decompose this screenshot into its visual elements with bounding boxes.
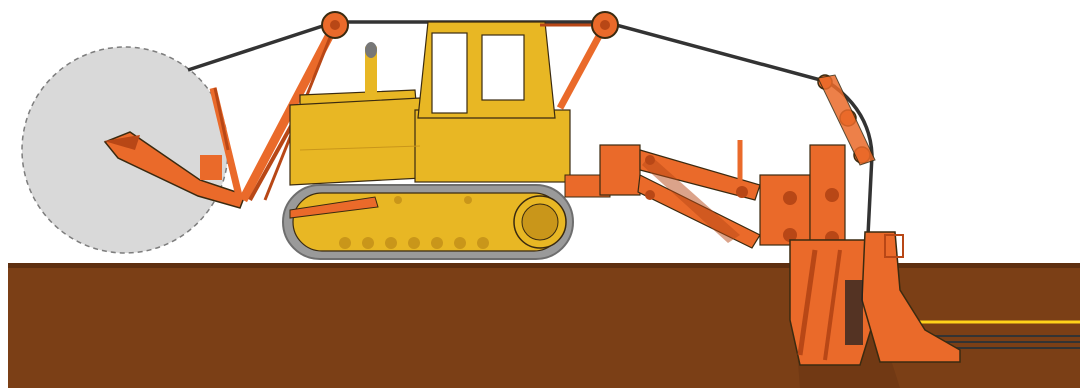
front-linkage bbox=[565, 140, 845, 248]
track bbox=[283, 185, 573, 259]
tracked-tractor bbox=[290, 22, 570, 185]
operator-cab bbox=[418, 22, 555, 118]
